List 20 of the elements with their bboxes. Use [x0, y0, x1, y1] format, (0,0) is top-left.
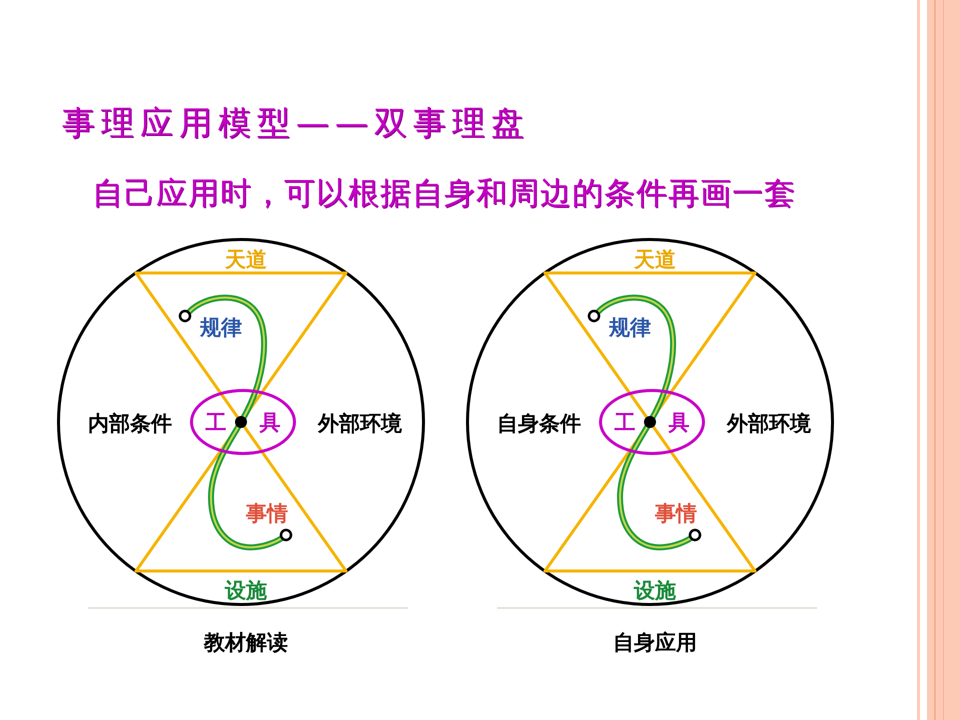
label: 具 — [668, 412, 690, 432]
label: 事情 — [246, 502, 288, 524]
circle-label: 教材解读 — [204, 632, 288, 652]
heading-label: 天道 — [634, 248, 676, 270]
circle-label: 自身应用 — [613, 632, 697, 652]
label: 事情 — [655, 502, 697, 524]
side-label: 外部环境 — [727, 412, 811, 434]
label: 规律 — [200, 316, 242, 338]
title: 事理应用模型——双事理盘 — [62, 106, 530, 139]
side-label: 外部环境 — [318, 412, 402, 434]
side-label: 自身条件 — [497, 412, 581, 434]
label: 工 — [614, 412, 636, 432]
label: 规律 — [609, 316, 651, 338]
heading-label: 设施 — [225, 580, 267, 600]
heading-label: 天道 — [225, 248, 267, 270]
label: 具 — [260, 412, 280, 432]
heading-label: 设施 — [634, 580, 676, 600]
label: 工 — [206, 412, 226, 432]
side-label: 内部条件 — [88, 412, 172, 434]
subtitle: 自己应用时，可以根据自身和周边的条件再画一套 — [92, 178, 796, 210]
